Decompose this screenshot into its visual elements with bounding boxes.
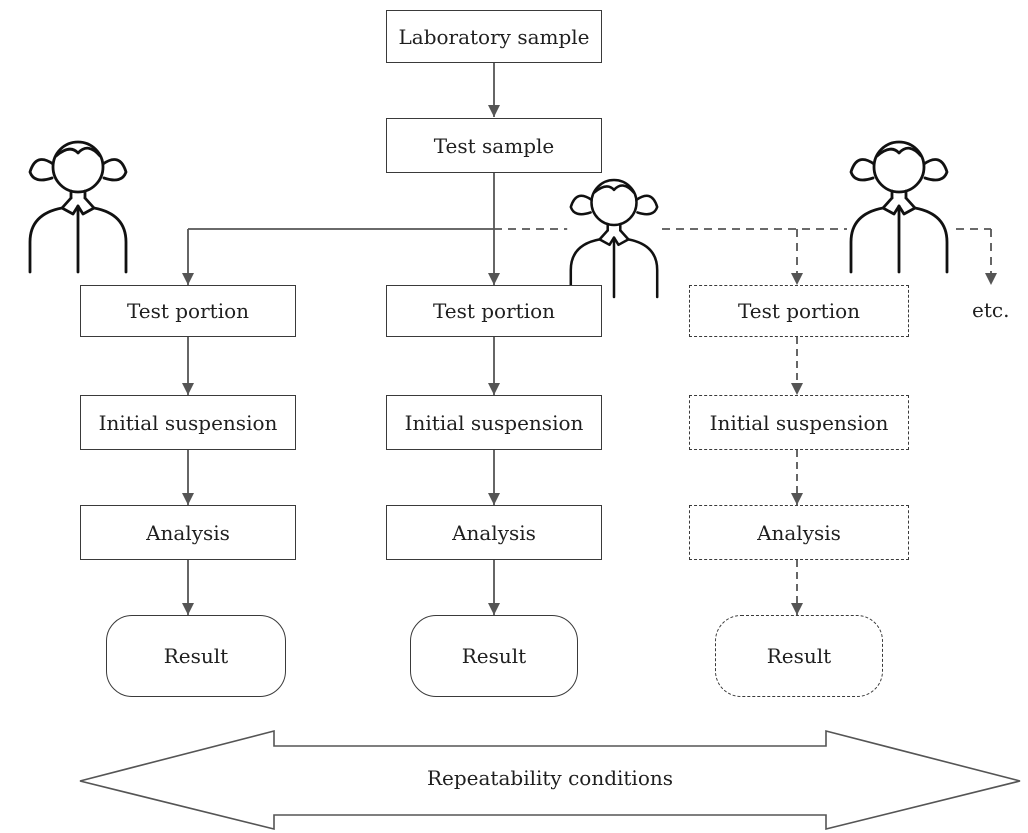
person-icon [567, 175, 661, 302]
analysis-label: Analysis [452, 520, 536, 545]
test-portion-box-3: Test portion [689, 285, 909, 337]
result-label: Result [461, 644, 527, 668]
repeatability-double-arrow [79, 729, 1021, 831]
test-portion-box-1: Test portion [80, 285, 296, 337]
result-label: Result [766, 644, 832, 668]
laboratory-sample-box: Laboratory sample [386, 10, 602, 63]
analysis-box-2: Analysis [386, 505, 602, 560]
test-portion-label: Test portion [432, 299, 556, 323]
person-icon [847, 137, 951, 277]
test-portion-label: Test portion [737, 299, 861, 323]
laboratory-sample-label: Laboratory sample [398, 24, 590, 49]
initial-suspension-box-3: Initial suspension [689, 395, 909, 450]
test-sample-box: Test sample [386, 118, 602, 173]
analysis-label: Analysis [757, 520, 841, 545]
test-portion-box-2: Test portion [386, 285, 602, 337]
analysis-box-1: Analysis [80, 505, 296, 560]
initial-suspension-label: Initial suspension [404, 410, 584, 435]
analysis-box-3: Analysis [689, 505, 909, 560]
repeatability-conditions-label: Repeatability conditions [426, 766, 674, 790]
initial-suspension-box-1: Initial suspension [80, 395, 296, 450]
analysis-label: Analysis [146, 520, 230, 545]
result-box-2: Result [410, 615, 578, 697]
result-label: Result [163, 644, 229, 668]
result-box-3: Result [715, 615, 883, 697]
test-portion-label: Test portion [126, 299, 250, 323]
initial-suspension-box-2: Initial suspension [386, 395, 602, 450]
etc-label: etc. [972, 298, 1010, 322]
person-icon [26, 137, 130, 277]
test-sample-label: Test sample [433, 133, 555, 158]
initial-suspension-label: Initial suspension [98, 410, 278, 435]
result-box-1: Result [106, 615, 286, 697]
initial-suspension-label: Initial suspension [709, 410, 889, 435]
